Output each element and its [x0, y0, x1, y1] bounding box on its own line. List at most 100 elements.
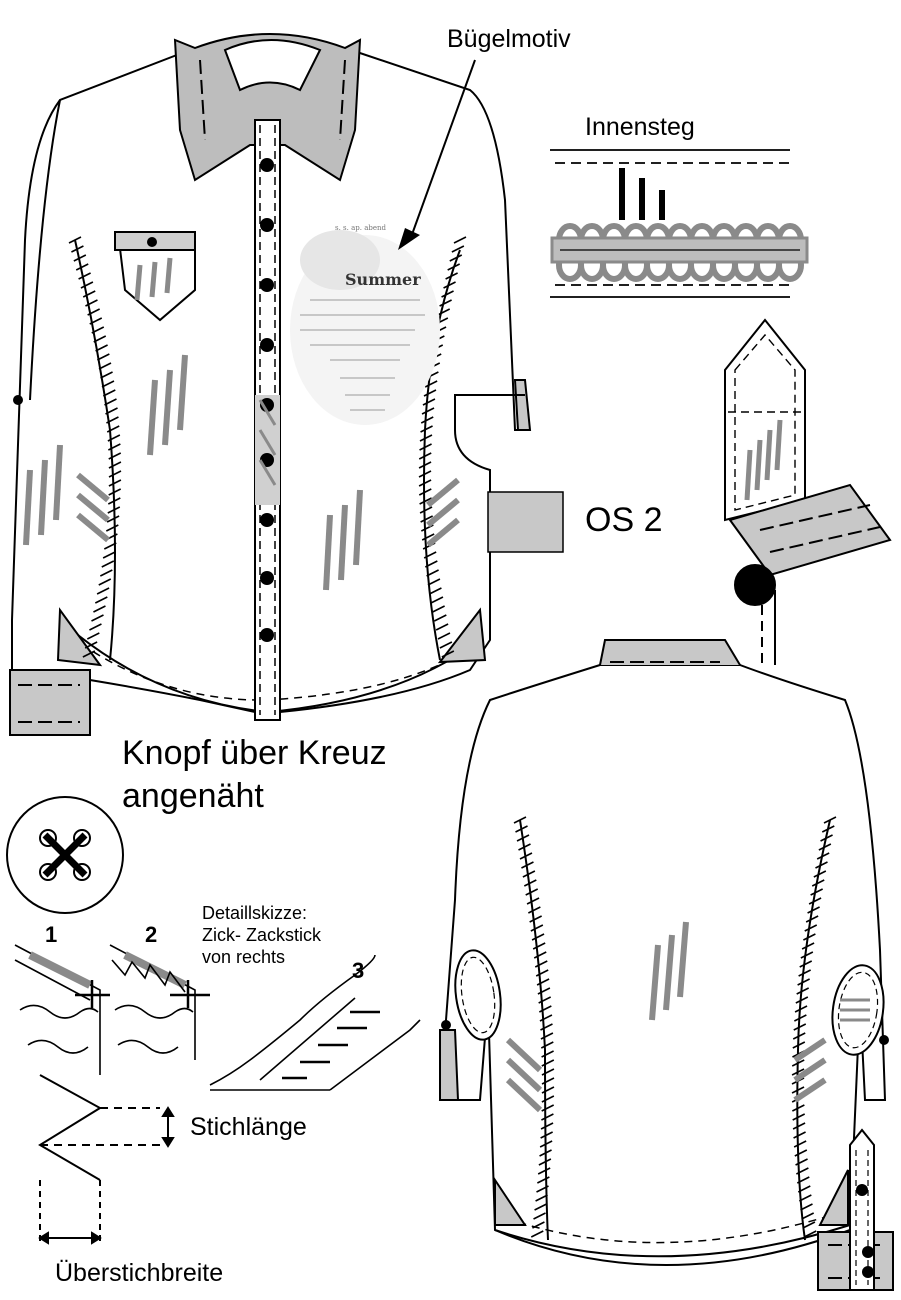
label-os2: OS 2	[585, 501, 663, 539]
label-detail-line3: von rechts	[202, 947, 286, 967]
seam-stitch	[75, 263, 89, 271]
seam-stitch	[426, 569, 439, 577]
seam-stitch	[106, 515, 120, 523]
seam-stitch	[68, 236, 82, 244]
seam-stitch	[85, 299, 98, 307]
seam-stitch	[795, 996, 809, 1004]
seam-stitch	[93, 605, 106, 613]
seam-stitch	[513, 816, 527, 824]
seam-stitch	[522, 870, 536, 878]
seam-stitch	[536, 978, 550, 986]
seam-stitch	[424, 560, 438, 568]
seam-stitch	[418, 470, 432, 478]
seam-stitch	[523, 879, 537, 887]
seam-stitch	[418, 479, 432, 487]
seam-stitch	[429, 587, 442, 595]
seam-stitch	[796, 1167, 809, 1175]
seam-stitch	[419, 443, 432, 451]
seam-stitch	[815, 861, 828, 869]
seam-stitch	[537, 987, 551, 995]
seam-stitch	[539, 1014, 553, 1022]
seam-stitch	[105, 524, 119, 532]
seam-stitch	[540, 1032, 554, 1040]
label-buegelmotiv: Bügelmotiv	[447, 25, 571, 53]
seam-stitch	[528, 906, 541, 914]
seam-stitch	[93, 335, 107, 343]
front-buttons	[13, 158, 274, 642]
seam-stitch	[106, 425, 120, 433]
seam-stitch	[532, 1221, 545, 1229]
seam-stitch	[539, 1149, 552, 1157]
seam-stitch	[801, 1212, 815, 1220]
seam-stitch	[430, 596, 444, 604]
seam-stitch	[798, 969, 811, 977]
seam-stitch	[101, 380, 115, 388]
seam-stitch	[101, 560, 115, 568]
seam-stitch	[418, 461, 432, 469]
seam-stitch	[96, 587, 110, 595]
seam-stitch	[420, 425, 433, 433]
sleeve-tab-detail	[724, 318, 892, 665]
seam-stitch	[798, 1194, 812, 1202]
label-innensteg: Innensteg	[585, 113, 695, 141]
seam-stitch	[108, 470, 122, 478]
seam-stitch	[433, 614, 447, 622]
seam-stitch	[427, 578, 441, 586]
seam-stitch	[802, 1221, 816, 1229]
seam-stitch	[453, 236, 467, 244]
seam-stitch	[791, 1068, 805, 1076]
motif-headline: Summer	[345, 270, 421, 289]
front-side-seam-stitches	[68, 236, 467, 658]
right-sleeve-tab	[513, 379, 532, 431]
seam-stitch	[98, 578, 112, 586]
shirt-button	[260, 628, 274, 642]
shirt-button	[260, 338, 274, 352]
seam-stitch	[95, 344, 108, 352]
seam-stitch	[534, 960, 548, 968]
seam-stitch	[437, 632, 451, 640]
seam-stitch	[419, 497, 432, 505]
front-collar	[173, 33, 362, 182]
seam-stitch	[107, 506, 121, 514]
seam-stitch	[797, 1185, 811, 1193]
seam-stitch	[531, 933, 545, 941]
seam-stitch	[108, 479, 122, 487]
seam-stitch	[803, 1230, 817, 1238]
seam-stitch	[795, 1158, 808, 1166]
seam-stitch	[794, 1149, 808, 1157]
seam-stitch	[821, 825, 835, 833]
seam-stitch	[807, 906, 820, 914]
label-detail-line1: Detaillskizze:	[202, 903, 308, 923]
seam-stitch	[540, 1131, 553, 1139]
seam-stitch	[541, 1068, 555, 1076]
seam-stitch	[538, 1005, 552, 1013]
label-detail-line2: Zick- Zackstick	[202, 925, 321, 945]
shirt-button	[260, 571, 274, 585]
seam-stitch	[793, 1023, 807, 1031]
label-step-1: 1	[45, 922, 58, 947]
seam-stitch	[423, 389, 437, 397]
seam-stitch	[437, 308, 451, 316]
seam-stitch	[799, 960, 813, 968]
seam-stitch	[108, 452, 122, 460]
seam-stitch	[108, 461, 122, 469]
seam-stitch	[540, 1041, 554, 1049]
seam-stitch	[793, 1014, 807, 1022]
back-stripes	[505, 921, 870, 1113]
stitch-sketch-1	[14, 944, 110, 1075]
back-side-seam-stitches	[513, 816, 837, 1238]
seam-stitch	[451, 245, 465, 253]
seam-stitch	[534, 1203, 547, 1211]
left-cuff	[9, 669, 91, 736]
seam-stitch	[533, 951, 547, 959]
seam-stitch	[539, 1140, 553, 1148]
seam-stitch	[439, 299, 452, 307]
seam-stitch	[797, 978, 810, 986]
seam-stitch	[98, 362, 112, 370]
label-knopf-line1: Knopf über Kreuz	[122, 734, 387, 772]
seam-stitch	[791, 1059, 805, 1067]
seam-stitch	[792, 1122, 806, 1130]
seam-stitch	[792, 1113, 806, 1121]
seam-stitch	[538, 1158, 552, 1166]
seam-stitch	[441, 290, 454, 298]
